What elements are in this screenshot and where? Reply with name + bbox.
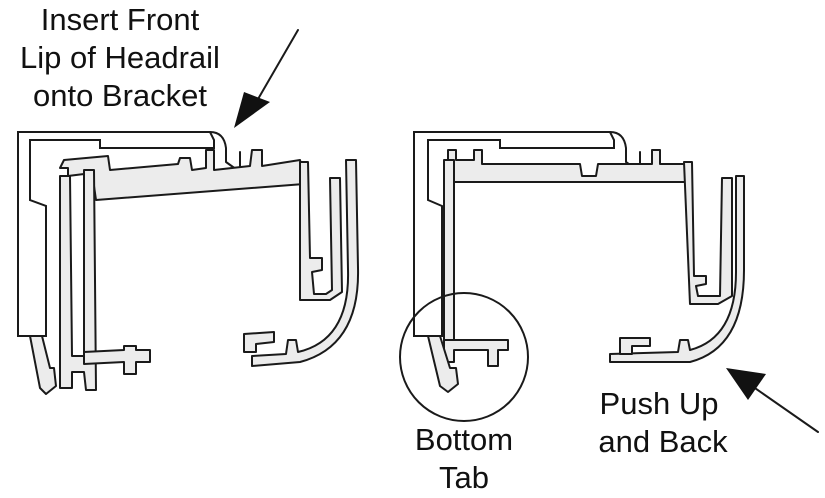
headrail-back-wall: [59, 169, 97, 391]
headrail-tilted-figure: [17, 131, 360, 395]
insert-label-line-3: onto Bracket: [33, 78, 207, 113]
headrail-front-lip: [251, 159, 360, 367]
headrail-top-channel-seated: [447, 149, 693, 183]
headrail-bottom-tab: [83, 345, 151, 375]
bracket-hook-seated: [609, 131, 641, 173]
headrail-back-wall-seated: [443, 159, 455, 349]
bracket-bottom-tab: [29, 335, 57, 395]
bracket-bottom-tab-seated: [427, 335, 459, 393]
bottom-tab-highlight-circle: [399, 292, 529, 422]
headrail-top-channel: [59, 149, 305, 201]
bracket-hook: [209, 131, 241, 173]
insert-arrow: [234, 29, 299, 128]
insert-label-line-1: Insert Front: [41, 2, 200, 37]
headrail-front-lip-seated: [609, 175, 745, 363]
insert-arrowhead-icon: [234, 92, 270, 128]
push-label-line-2: and Back: [598, 424, 728, 459]
headrail-seated-figure: [399, 131, 745, 422]
insert-label-line-2: Lip of Headrail: [20, 40, 220, 75]
push-label-line-1: Push Up: [600, 386, 719, 421]
headrail-front-wall-seated: [683, 161, 733, 305]
headrail-front-foot: [243, 331, 275, 353]
bottom-tab-label-line-2: Tab: [439, 460, 489, 495]
headrail-front-wall: [299, 161, 343, 301]
headrail-front-foot-seated: [619, 337, 651, 355]
push-arrowhead-icon: [726, 368, 766, 400]
bottom-tab-label-line-1: Bottom: [415, 422, 513, 457]
push-arrow: [726, 368, 819, 433]
headrail-bottom-tab-seated: [443, 339, 509, 367]
